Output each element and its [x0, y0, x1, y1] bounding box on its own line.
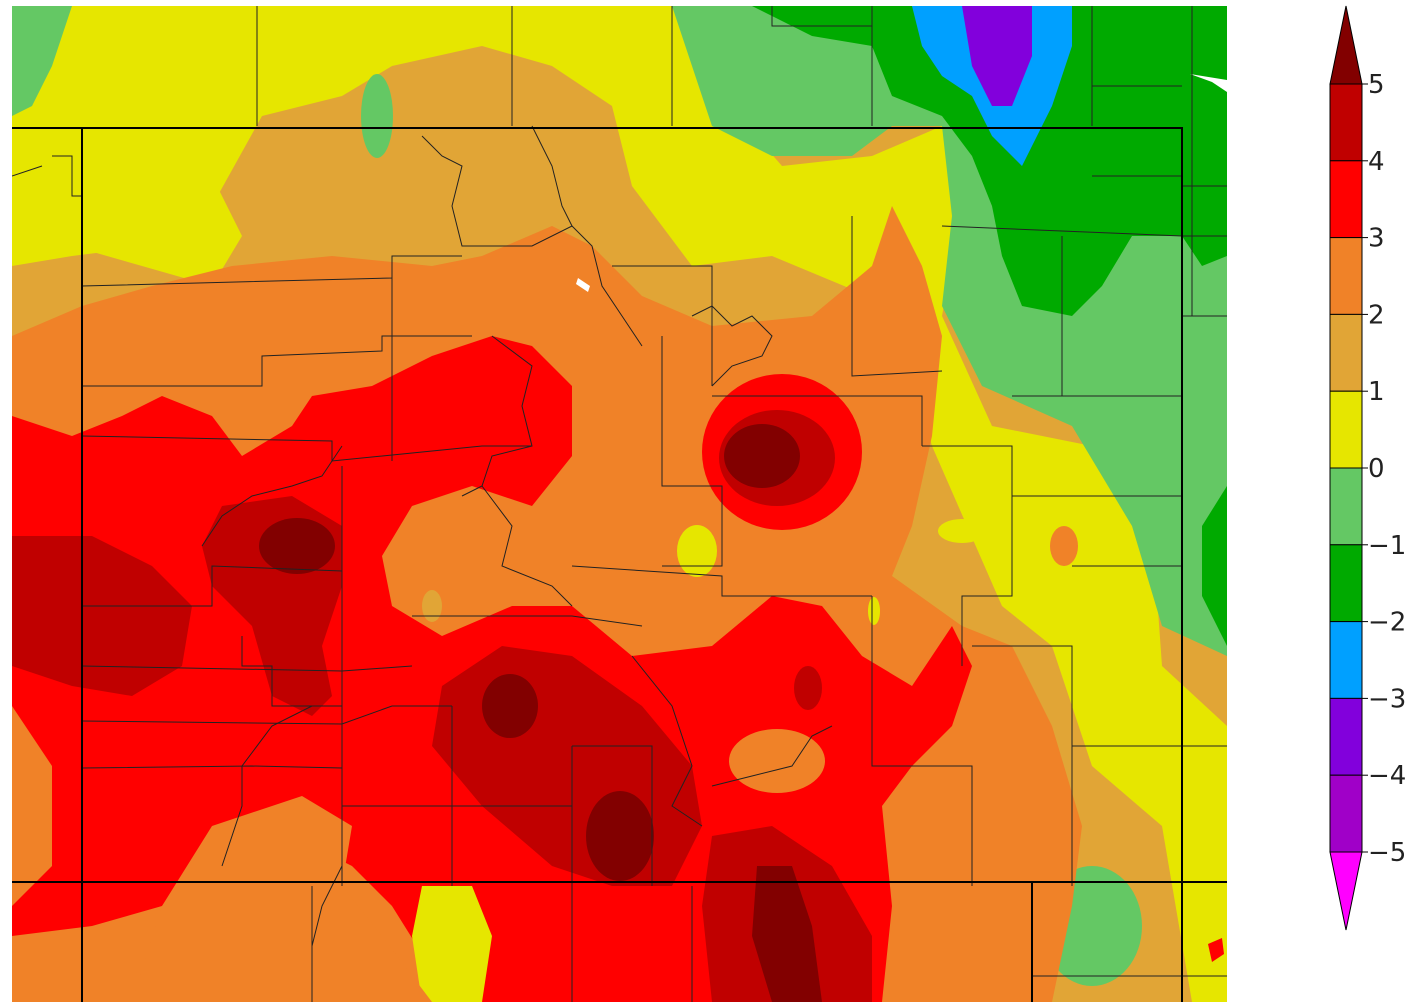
region-red-spot-southeast	[1208, 938, 1224, 962]
anomaly-map	[12, 6, 1227, 1002]
legend-tick-label: −3	[1368, 684, 1406, 714]
region-high-west	[12, 536, 192, 696]
region-very-high-south-center	[482, 674, 538, 738]
region-orange-spot-south	[729, 729, 825, 793]
region-very-high-south-east	[586, 791, 654, 881]
color-legend: 5 4 3 2 1 0 −1 −2 −3 −4 −5	[1320, 0, 1412, 1002]
region-purple-north	[962, 6, 1032, 106]
lake-icon	[576, 278, 590, 292]
lake-icon-east	[1190, 74, 1227, 92]
legend-tick-label: −5	[1368, 838, 1406, 868]
legend-swatch	[1329, 160, 1363, 239]
region-light-green-spot-north	[361, 74, 393, 158]
legend-swatch	[1329, 697, 1363, 776]
region-yellow-spot	[677, 525, 717, 577]
region-green-northeast	[752, 6, 1227, 316]
region-yellow-spot-small	[868, 597, 880, 625]
region-high-spot	[794, 666, 822, 710]
legend-tick-label: 0	[1368, 454, 1385, 484]
legend-tick-label: −2	[1368, 608, 1406, 638]
county-lines	[12, 6, 1227, 1002]
region-yellow-south	[412, 886, 492, 1002]
legend-tick-label: 4	[1368, 147, 1385, 177]
region-yellow-west	[12, 116, 242, 286]
region-very-high-west	[259, 518, 335, 574]
legend-under-triangle	[1329, 851, 1363, 931]
legend-swatch	[1329, 390, 1363, 469]
legend-tick-label: 1	[1368, 377, 1385, 407]
region-yellow-spot-east	[938, 519, 986, 543]
region-tan-spot	[422, 590, 442, 622]
legend-swatch	[1329, 313, 1363, 392]
legend-tick-label: −1	[1368, 531, 1406, 561]
legend-swatch	[1329, 621, 1363, 699]
legend-swatch	[1329, 544, 1363, 623]
map-svg	[12, 6, 1227, 1002]
legend-tick-label: 3	[1368, 224, 1385, 254]
region-very-high-south	[752, 866, 822, 1002]
region-green-east-edge	[1202, 486, 1227, 646]
region-orange-southwest	[12, 706, 52, 906]
legend-tick-label: 2	[1368, 300, 1385, 330]
legend-tick-label: 5	[1368, 70, 1385, 100]
river-boundaries	[201, 125, 833, 947]
state-borders	[12, 127, 1227, 1002]
legend-swatch	[1329, 83, 1363, 162]
region-yellow-north	[12, 6, 1227, 1002]
region-orange-spot-east	[1050, 526, 1078, 566]
legend-swatch	[1329, 467, 1363, 546]
region-light-green-northwest	[12, 6, 72, 116]
region-very-high-bullseye	[724, 424, 800, 488]
region-orange-south	[132, 796, 432, 1002]
legend-swatch	[1329, 237, 1363, 315]
legend-swatch	[1329, 774, 1363, 853]
legend-tick-label: −4	[1368, 761, 1406, 791]
legend-svg: 5 4 3 2 1 0 −1 −2 −3 −4 −5	[1329, 5, 1406, 931]
legend-over-triangle	[1329, 5, 1363, 85]
